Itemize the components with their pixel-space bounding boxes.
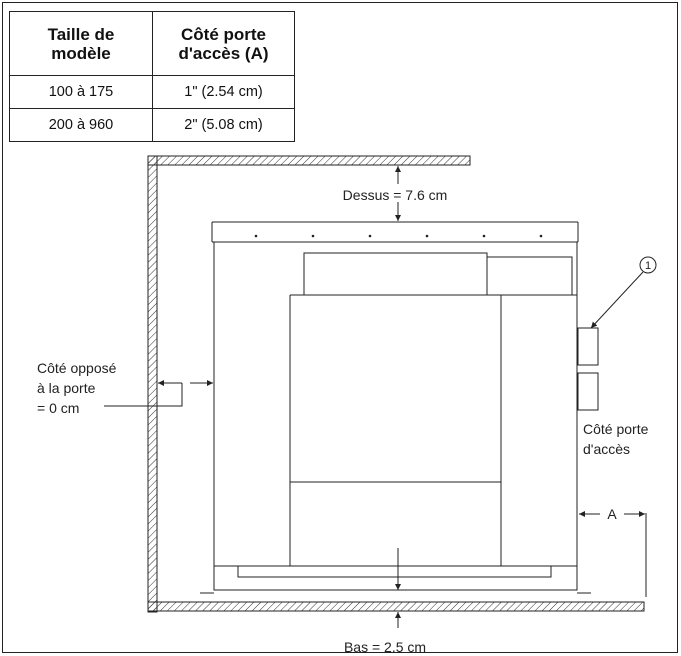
hatched-wall (147, 155, 645, 613)
opposite-side-label-line2: à la porte (37, 380, 96, 396)
header-access-side: Côté porte d'accès (A) (152, 11, 295, 76)
callout-marker: 1 (590, 256, 657, 329)
access-clearance-dimension (579, 511, 647, 597)
access-side-label-line2: d'accès (583, 441, 630, 457)
header-model-size: Taille de modèle (9, 11, 153, 76)
unit-base (200, 565, 591, 594)
cell-model-range: 200 à 960 (9, 108, 153, 142)
cell-access-clearance: 2" (5.08 cm) (152, 108, 295, 142)
table-header-row: Taille de modèle Côté porte d'accès (A) (9, 11, 295, 76)
dimension-a-label: A (607, 506, 617, 522)
top-clearance-label: Dessus = 7.6 cm (343, 187, 448, 203)
opposite-side-dimension (104, 380, 213, 407)
table-row: 200 à 960 2" (5.08 cm) (9, 108, 295, 142)
cell-access-clearance: 1" (2.54 cm) (152, 75, 295, 109)
access-panels (577, 327, 599, 411)
opposite-side-label-line1: Côté opposé (37, 360, 117, 376)
rail-dots (254, 234, 543, 238)
header-model-size-line1: Taille de (47, 24, 115, 44)
opposite-side-label-line3: = 0 cm (37, 400, 79, 416)
callout-number: 1 (645, 260, 651, 272)
header-access-side-line2: d'accès (A) (178, 43, 269, 63)
bottom-clearance-label: Bas = 2.5 cm (344, 639, 426, 655)
header-model-size-line2: modèle (51, 43, 111, 63)
unit-top-rail (211, 221, 579, 243)
header-access-side-line1: Côté porte (181, 24, 266, 44)
access-side-label-line1: Côté porte (583, 421, 649, 437)
clearance-table: Taille de modèle Côté porte d'accès (A) … (9, 11, 295, 142)
unit-body (213, 242, 578, 567)
